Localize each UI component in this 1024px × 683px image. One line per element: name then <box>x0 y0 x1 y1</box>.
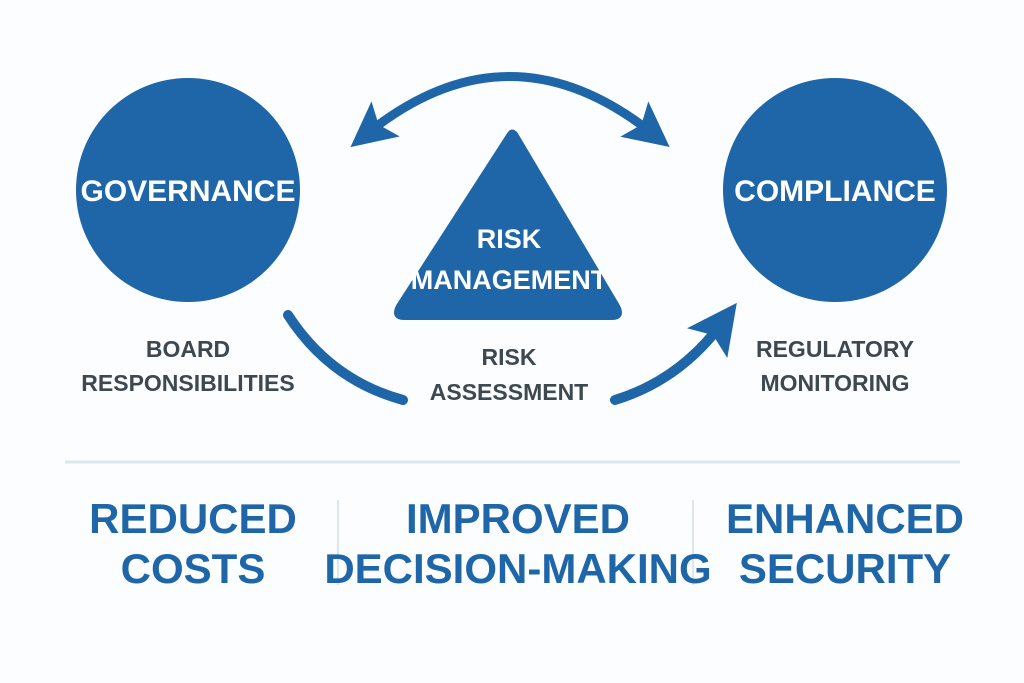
benefit-line: REDUCED <box>89 495 297 542</box>
risk-management-title-line2: MANAGEMENT <box>411 265 608 295</box>
risk-management-caption-line2: ASSESSMENT <box>430 379 588 405</box>
governance-caption-line1: BOARD <box>146 336 230 362</box>
benefit-line: DECISION-MAKING <box>324 545 711 592</box>
benefit-line: SECURITY <box>739 545 951 592</box>
risk-management-caption-line1: RISK <box>482 344 537 370</box>
benefit-improved-decision-making: IMPROVED DECISION-MAKING <box>324 495 711 592</box>
compliance-caption-line2: MONITORING <box>760 370 909 396</box>
risk-management-title-line1: RISK <box>477 224 542 254</box>
governance-caption-line2: RESPONSIBILITIES <box>81 370 294 396</box>
curved-arrow-right-icon <box>610 302 737 405</box>
benefit-line: ENHANCED <box>726 495 964 542</box>
compliance-circle <box>723 78 947 302</box>
governance-node: GOVERNANCE BOARD RESPONSIBILITIES <box>76 78 300 396</box>
compliance-caption-line1: REGULATORY <box>756 336 914 362</box>
benefit-line: COSTS <box>121 545 266 592</box>
compliance-node: COMPLIANCE REGULATORY MONITORING <box>723 78 947 396</box>
bidirectional-arrow-icon <box>350 72 670 148</box>
benefit-enhanced-security: ENHANCED SECURITY <box>726 495 964 592</box>
curved-connector-left <box>283 310 408 405</box>
compliance-title: COMPLIANCE <box>734 175 936 208</box>
benefit-line: IMPROVED <box>406 495 630 542</box>
risk-management-node: RISK MANAGEMENT RISK ASSESSMENT <box>394 129 622 405</box>
governance-circle <box>76 78 300 302</box>
governance-title: GOVERNANCE <box>80 175 295 208</box>
benefit-reduced-costs: REDUCED COSTS <box>89 495 297 592</box>
